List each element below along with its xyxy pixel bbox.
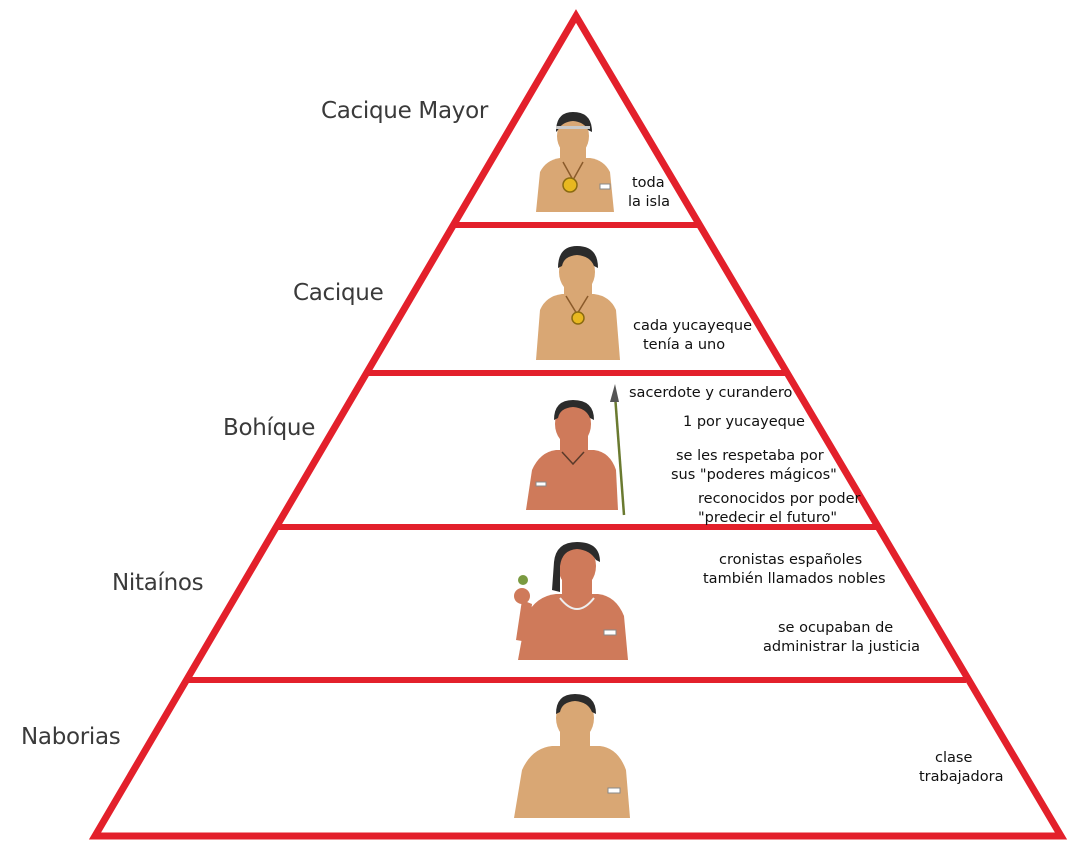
note-clase-trabajadora: clase trabajadora xyxy=(919,749,1003,787)
note-line: reconocidos por poder xyxy=(698,491,861,507)
note-line: tenía a uno xyxy=(643,337,726,353)
pyramid-outline xyxy=(88,9,1068,840)
tier-label-naborias: Naborias xyxy=(21,724,121,750)
note-line: clase xyxy=(935,750,973,766)
note-line: toda xyxy=(632,175,665,191)
note-1-por-yucayeque: 1 por yucayeque xyxy=(683,414,805,430)
note-line: la isla xyxy=(628,194,671,210)
note-line: se ocupaban de xyxy=(778,620,894,636)
tier-label-bohique: Bohíque xyxy=(223,415,316,441)
note-toda-la-isla: toda la isla xyxy=(628,174,670,212)
note-line: administrar la justicia xyxy=(763,639,921,655)
note-line: cronistas españoles xyxy=(719,552,863,568)
tier-label-nitainos: Nitaínos xyxy=(112,570,204,596)
figure-cacique-mayor xyxy=(536,112,614,212)
figure-naboria xyxy=(514,694,630,818)
note-administrar-la-justicia: se ocupaban de administrar la justicia xyxy=(763,619,920,657)
note-sacerdote-y-curandero: sacerdote y curandero xyxy=(629,385,793,401)
note-line: cada yucayeque xyxy=(633,318,753,334)
tier-label-cacique-mayor: Cacique Mayor xyxy=(321,98,489,124)
note-line: trabajadora xyxy=(919,769,1004,785)
note-poderes-magicos: se les respetaba por sus "poderes mágico… xyxy=(671,447,837,485)
note-line: "predecir el futuro" xyxy=(698,510,838,526)
note-cronistas-espanoles: cronistas españoles también llamados nob… xyxy=(703,551,886,589)
note-line: sus "poderes mágicos" xyxy=(671,467,837,483)
note-line: también llamados nobles xyxy=(703,571,886,587)
figure-nitaino xyxy=(514,542,628,660)
note-cada-yucayeque: cada yucayeque tenía a uno xyxy=(633,317,752,355)
figure-cacique xyxy=(536,246,620,360)
figure-bohique xyxy=(526,384,626,516)
note-line: se les respetaba por xyxy=(676,448,824,464)
tier-label-cacique: Cacique xyxy=(293,280,384,306)
note-predecir-el-futuro: reconocidos por poder "predecir el futur… xyxy=(698,490,861,528)
